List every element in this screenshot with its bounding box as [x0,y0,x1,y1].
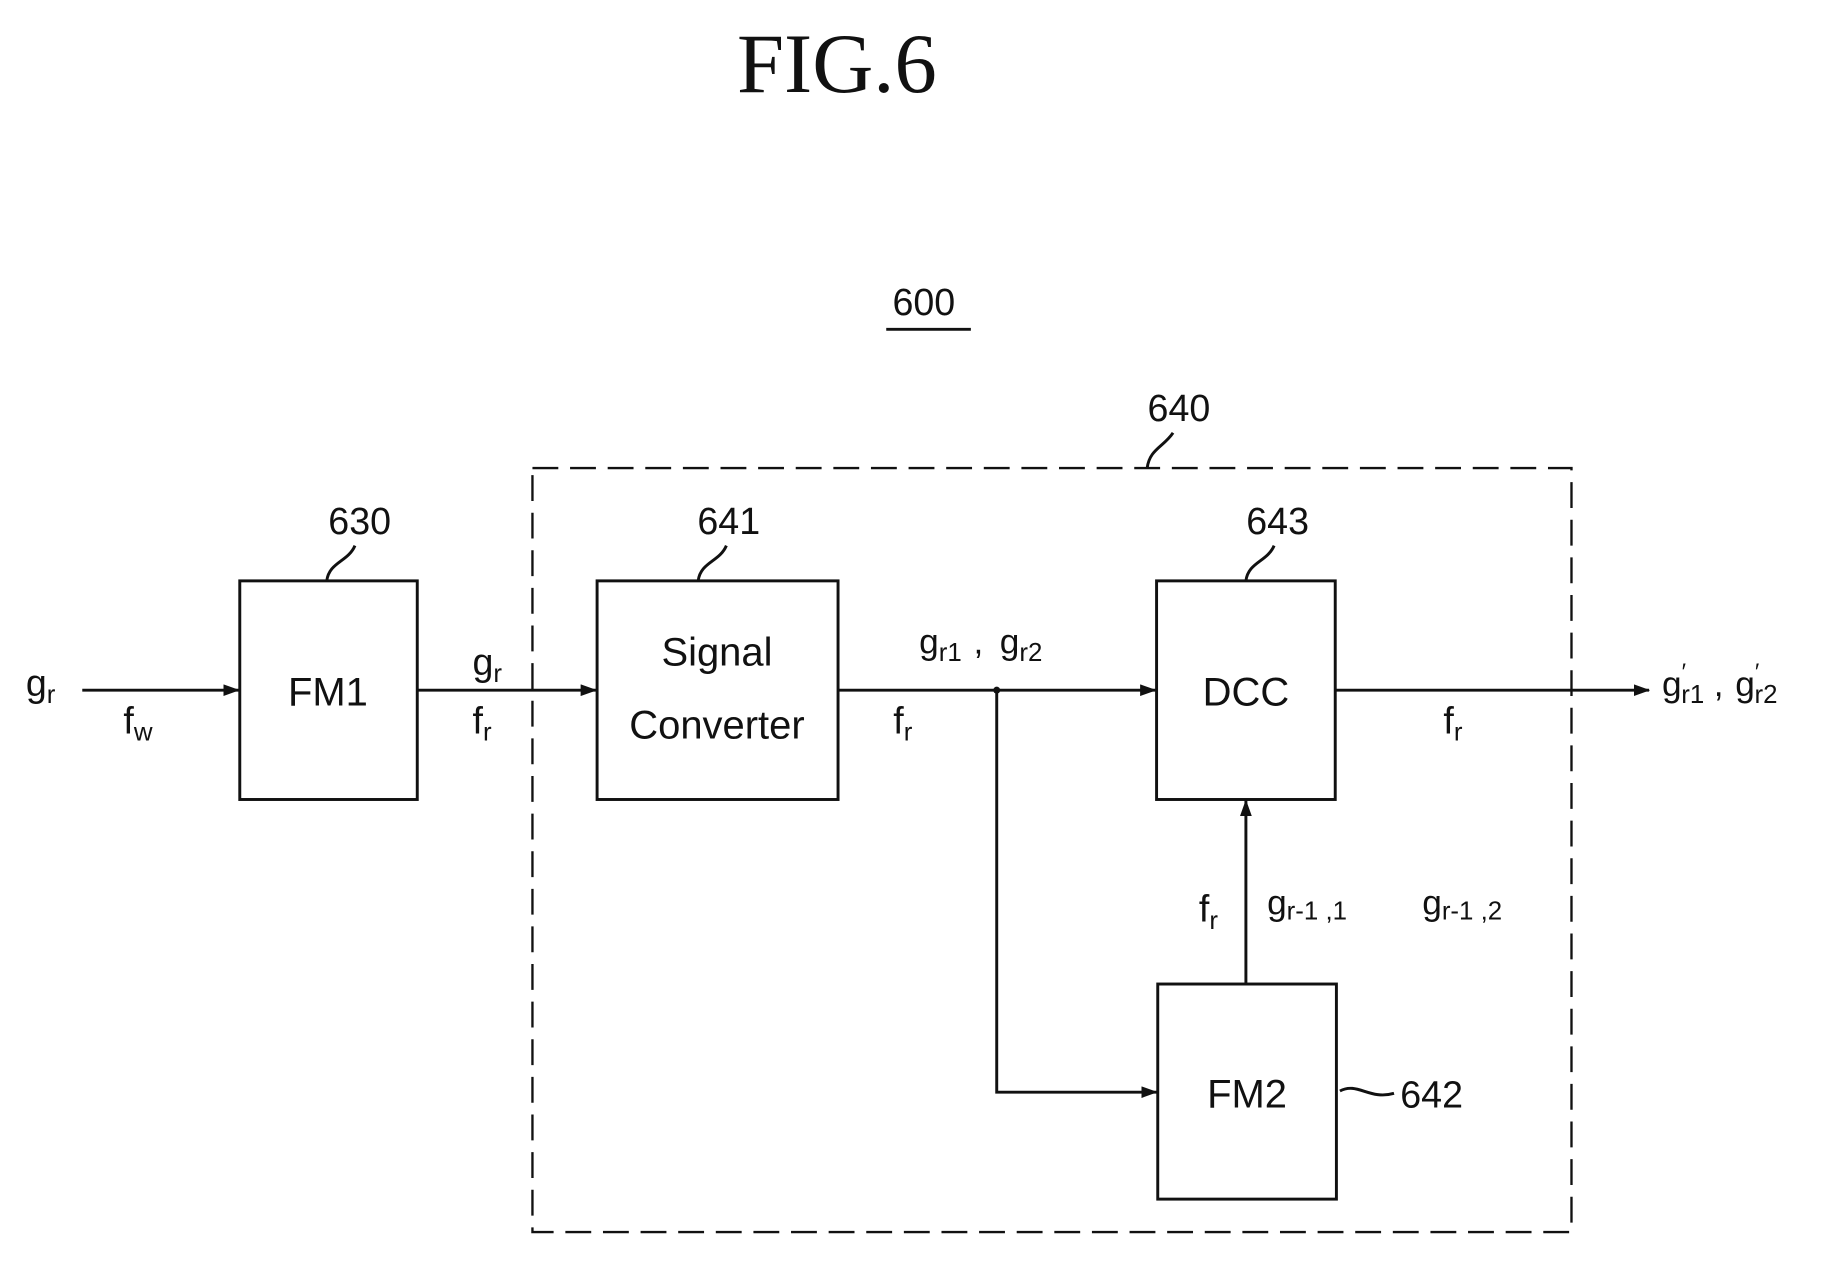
block-fm1: FM1 630 [240,500,417,800]
label-output-g: g′r1,g′r2 [1662,659,1778,710]
svg-text:FM1: FM1 [288,670,368,714]
block-fm2: FM2 642 [1158,984,1463,1199]
svg-text:Signal: Signal [661,630,772,674]
label-sc-out-f: fr [893,700,912,747]
label-sc-out-g: gr1,gr2 [919,623,1042,667]
block-dcc: DCC 643 [1157,500,1336,800]
label-output-f: fr [1443,700,1462,747]
label-mid-g: gr [473,641,503,688]
svg-text:642: 642 [1400,1073,1463,1115]
block-signal-converter: Signal Converter 641 [597,500,838,800]
system-ref: 600 [892,281,955,323]
group-640-leader [1147,433,1173,468]
label-mid-f: fr [473,700,492,747]
svg-text:Converter: Converter [629,703,804,747]
label-input-f: fw [123,700,152,747]
label-fb-g2: gr-1 ,2 [1422,884,1502,926]
figure-title: FIG.6 [737,18,937,111]
label-input-g: gr [26,662,56,709]
svg-text:DCC: DCC [1203,670,1290,714]
label-fb-f: fr [1199,888,1218,935]
svg-text:630: 630 [328,500,391,542]
svg-text:641: 641 [697,500,760,542]
svg-text:FM2: FM2 [1207,1072,1287,1116]
junction-dot [993,687,1000,694]
arrow-branch-to-fm2 [997,690,1157,1092]
label-fb-g1: gr-1 ,1 [1267,884,1347,926]
group-640-ref: 640 [1148,387,1211,429]
svg-text:643: 643 [1246,500,1309,542]
